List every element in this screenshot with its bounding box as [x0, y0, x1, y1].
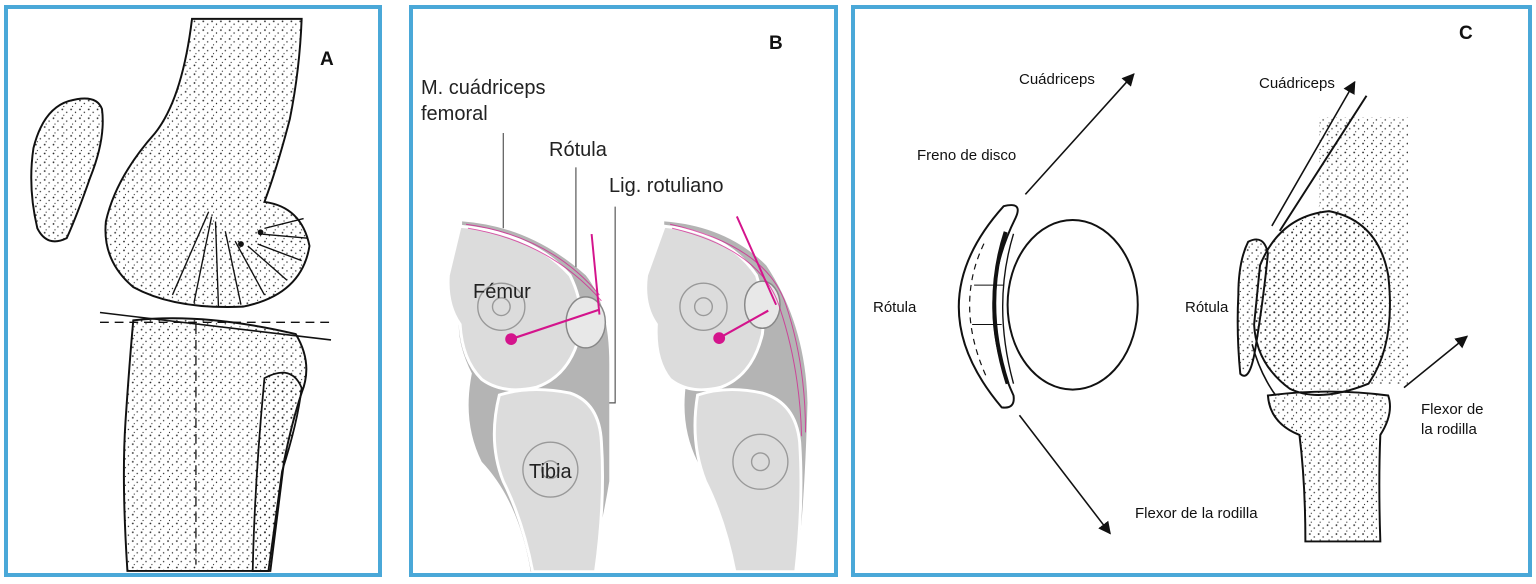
knee-diagram-extended: [446, 221, 610, 573]
panel-letter-b: B: [769, 33, 783, 54]
condyle-radial-lines: [171, 211, 308, 307]
quadriceps-lever-diagram: [446, 133, 808, 573]
label-patella-left: Rótula: [873, 299, 917, 316]
patella-bone: [30, 97, 104, 243]
label-knee-flexor-bottom: Flexor de la rodilla: [1135, 505, 1258, 522]
panel-c: C Cuádriceps Freno de disco Rótula Flexo…: [851, 5, 1532, 577]
femur-right: [644, 224, 765, 392]
panel-b: B M. cuádriceps femoral Rótula Lig. rotu…: [409, 5, 838, 577]
femur-left: [446, 224, 583, 392]
disc-brake-analogy-diagram: [957, 73, 1469, 543]
knee-diagram-flexed: [644, 216, 808, 573]
patella-right-anat: [1236, 238, 1269, 377]
label-knee-flexor-right-line2: la rodilla: [1421, 421, 1477, 438]
panel-letter-a: A: [320, 49, 334, 70]
label-tibia: Tibia: [529, 461, 572, 483]
knee-anatomical-lateral: [1236, 80, 1469, 543]
patella-left: [565, 296, 607, 349]
label-quadriceps-line2: femoral: [421, 103, 488, 125]
tibia-right: [693, 388, 803, 573]
femur-bone: [104, 17, 311, 308]
panel-letter-c: C: [1459, 23, 1473, 44]
label-disc-brake: Freno de disco: [917, 147, 1017, 164]
label-femur: Fémur: [473, 281, 531, 303]
disc-circle: [1006, 219, 1139, 391]
disc-brake-schematic: [957, 73, 1139, 535]
label-patella-right: Rótula: [1185, 299, 1229, 316]
label-quadriceps-left: Cuádriceps: [1019, 71, 1095, 88]
brake-pad-outer: [957, 204, 1019, 409]
label-quadriceps-line1: M. cuádriceps: [421, 77, 546, 99]
label-knee-flexor-right-line1: Flexor de: [1421, 401, 1484, 418]
knee-joint-lateral-drawing: [30, 17, 332, 572]
panel-a: A: [4, 5, 382, 577]
fibula-bone: [251, 371, 303, 572]
label-patella: Rótula: [549, 139, 607, 161]
label-patellar-ligament: Lig. rotuliano: [609, 175, 724, 197]
tibia-left: [492, 388, 604, 573]
label-quadriceps-right: Cuádriceps: [1259, 75, 1335, 92]
tibia-right-anat: [1266, 390, 1391, 543]
femur-condyle-right: [1253, 210, 1391, 396]
